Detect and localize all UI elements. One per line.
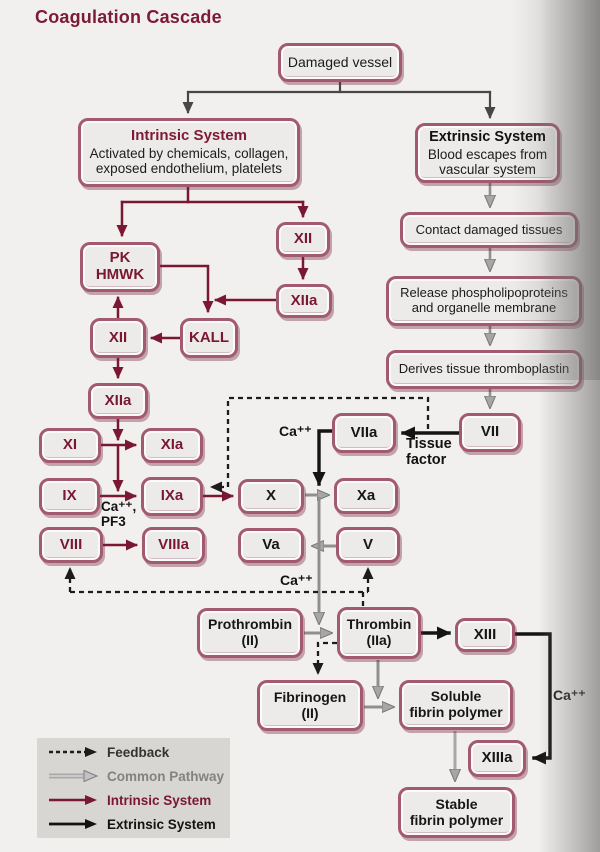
- extrinsic-system-title: Extrinsic System: [429, 129, 546, 146]
- legend: Feedback Common Pathway Intrinsic System…: [37, 738, 230, 838]
- ca-pf3-label: Ca⁺⁺, PF3: [101, 499, 137, 529]
- node-viii: VIII: [39, 527, 103, 563]
- node-v: V: [336, 527, 400, 563]
- node-xii-upper: XII: [276, 222, 330, 257]
- node-pk-hmwk: PK HMWK: [80, 242, 160, 292]
- extrinsic-system-arrow-icon: [49, 819, 97, 829]
- legend-item-intrinsic-system: Intrinsic System: [47, 790, 230, 810]
- node-fibrinogen: Fibrinogen (II): [257, 680, 363, 731]
- node-ix: IX: [39, 478, 100, 515]
- node-prothrombin: Prothrombin (II): [197, 608, 303, 658]
- node-xia: XIa: [141, 428, 203, 463]
- node-xii-lower: XII: [90, 318, 146, 358]
- extrinsic-system-desc: Blood escapes from vascular system: [427, 146, 548, 177]
- node-derives-tissue-thromboplastin: Derives tissue thromboplastin: [386, 350, 582, 389]
- node-release-phospholipoproteins: Release phospholipoproteins and organell…: [386, 276, 582, 326]
- node-xiii: XIII: [455, 618, 515, 652]
- node-kall: KALL: [180, 318, 238, 358]
- node-x: X: [238, 479, 304, 514]
- node-ixa: IXa: [141, 477, 203, 516]
- node-xiia-lower: XIIa: [88, 383, 148, 419]
- feedback-arrow-icon: [49, 747, 97, 757]
- legend-item-feedback: Feedback: [47, 742, 230, 762]
- node-thrombin: Thrombin (IIa): [337, 607, 421, 659]
- legend-label-feedback: Feedback: [107, 744, 170, 760]
- tissue-factor-label: Tissue factor: [406, 436, 452, 468]
- ca-label-viia: Ca⁺⁺: [279, 423, 312, 439]
- node-va: Va: [238, 528, 304, 563]
- node-xiia-upper: XIIa: [276, 284, 332, 318]
- node-viiia: VIIIa: [142, 527, 205, 564]
- intrinsic-system-desc: Activated by chemicals, collagen, expose…: [89, 146, 289, 177]
- node-viia: VIIa: [332, 413, 396, 453]
- node-xi: XI: [39, 428, 101, 463]
- intrinsic-system-title: Intrinsic System: [131, 127, 247, 145]
- node-soluble-fibrin-polymer: Soluble fibrin polymer: [399, 680, 513, 730]
- legend-item-common-pathway: Common Pathway: [47, 766, 230, 786]
- node-vii: VII: [459, 413, 521, 452]
- legend-label-common-pathway: Common Pathway: [107, 768, 225, 784]
- node-intrinsic-system: Intrinsic System Activated by chemicals,…: [78, 118, 300, 187]
- common-pathway-arrow-icon: [49, 770, 99, 782]
- legend-label-intrinsic-system: Intrinsic System: [107, 792, 212, 808]
- node-damaged-vessel: Damaged vessel: [278, 43, 402, 82]
- legend-label-extrinsic-system: Extrinsic System: [107, 816, 216, 832]
- node-xa: Xa: [334, 478, 398, 514]
- ca-label-mid: Ca⁺⁺: [280, 572, 313, 588]
- ca-label-xiii: Ca⁺⁺: [553, 687, 586, 703]
- node-extrinsic-system: Extrinsic System Blood escapes from vasc…: [415, 123, 560, 183]
- intrinsic-system-arrow-icon: [49, 795, 97, 805]
- page-title: Coagulation Cascade: [35, 7, 222, 27]
- node-stable-fibrin-polymer: Stable fibrin polymer: [398, 787, 515, 838]
- node-contact-damaged-tissues: Contact damaged tissues: [400, 212, 578, 248]
- node-xiiia: XIIIa: [468, 740, 526, 777]
- legend-item-extrinsic-system: Extrinsic System: [47, 814, 230, 834]
